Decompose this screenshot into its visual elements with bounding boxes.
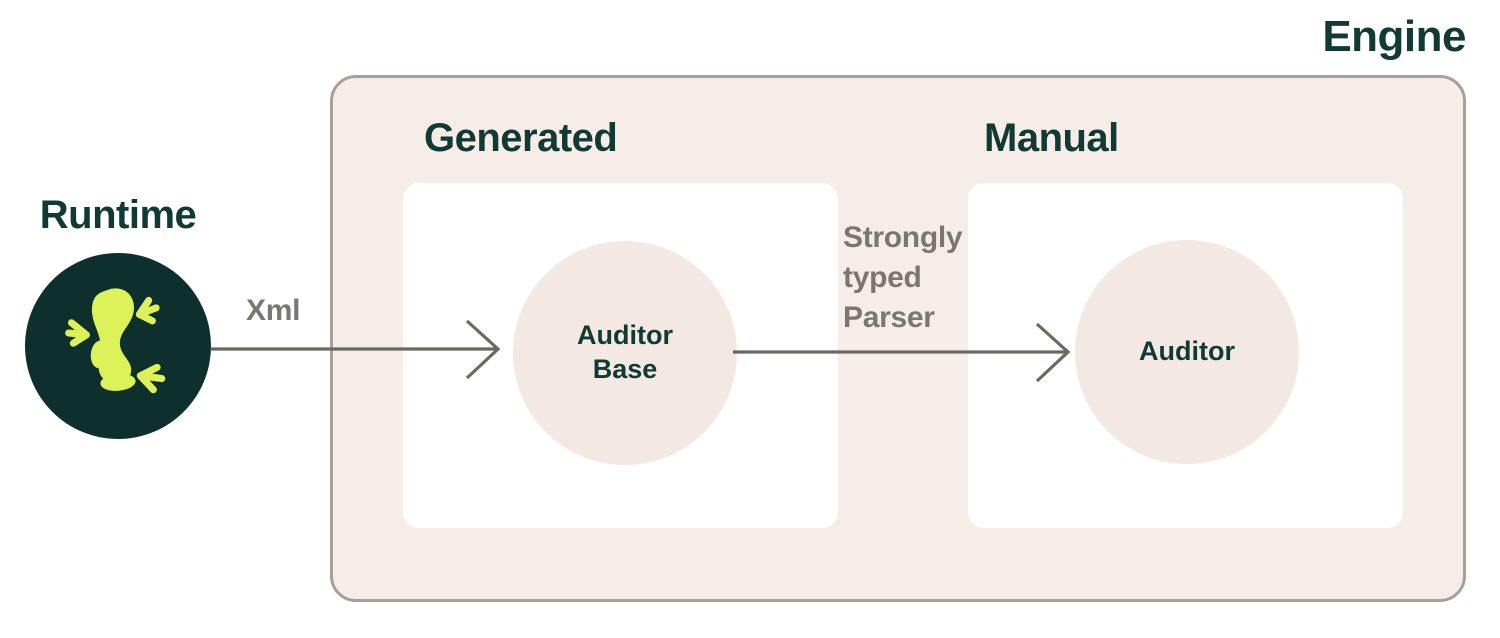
runtime-label: Runtime <box>39 193 197 237</box>
xml-arrow-label: Xml <box>246 294 301 327</box>
runtime-logo <box>25 253 211 439</box>
auditor-base-node: Auditor Base <box>513 241 737 465</box>
generated-section-label: Generated <box>424 116 618 160</box>
parser-arrow <box>733 322 1071 383</box>
xml-arrow <box>211 319 501 380</box>
auditor-node: Auditor <box>1075 240 1299 464</box>
auditor-node-label: Auditor <box>1139 336 1235 367</box>
frog-icon <box>65 288 166 394</box>
auditor-base-node-label: Auditor Base <box>577 320 673 384</box>
engine-title: Engine <box>1322 12 1466 61</box>
manual-section-label: Manual <box>984 116 1119 160</box>
parser-arrow-label: Strongly typed Parser <box>843 221 963 334</box>
